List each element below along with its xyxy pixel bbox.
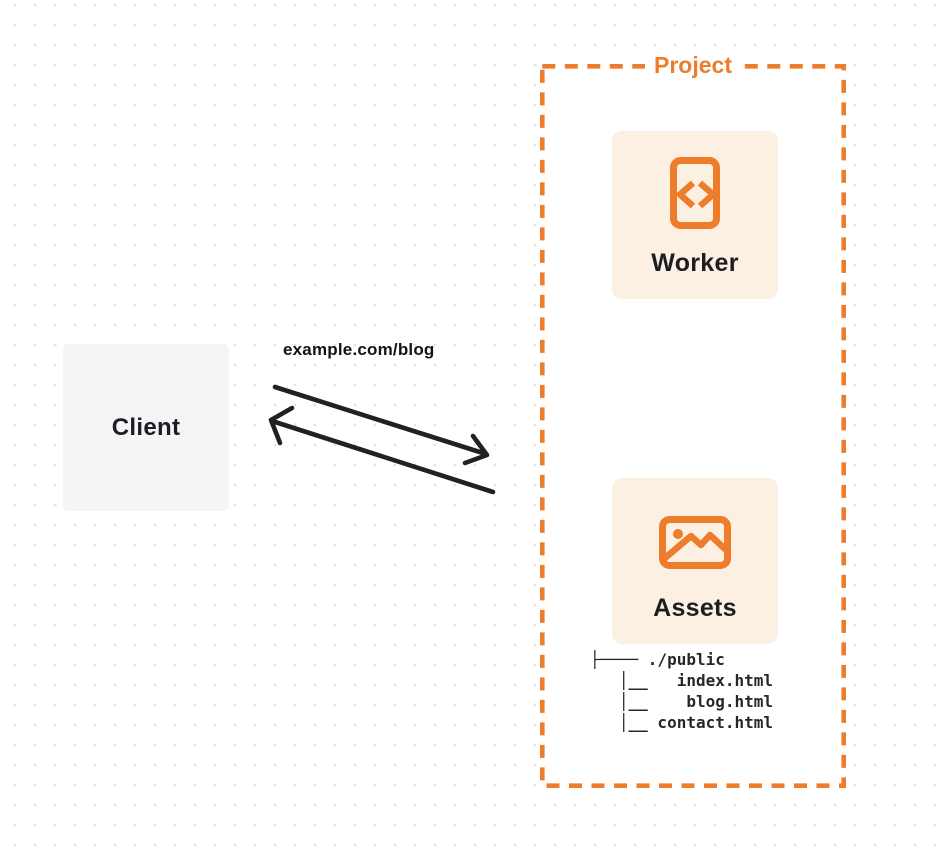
request-arrowhead-icon bbox=[462, 433, 490, 466]
worker-node: Worker bbox=[612, 131, 778, 299]
file-tree-line: ├──── ./public bbox=[590, 650, 725, 669]
request-arrow bbox=[272, 384, 490, 466]
image-icon bbox=[659, 516, 731, 569]
project-label: Project bbox=[645, 51, 741, 79]
code-document-icon bbox=[670, 157, 720, 229]
assets-label: Assets bbox=[653, 594, 737, 622]
response-arrowhead-icon bbox=[268, 405, 295, 446]
client-node: Client bbox=[63, 344, 229, 511]
assets-node: Assets bbox=[612, 478, 778, 644]
request-url-label: example.com/blog bbox=[283, 340, 435, 359]
response-arrow bbox=[268, 405, 496, 495]
file-tree-line: │__ contact.html bbox=[590, 713, 774, 732]
file-tree-line: │__ blog.html bbox=[590, 692, 774, 711]
client-label: Client bbox=[111, 413, 181, 441]
worker-label: Worker bbox=[651, 249, 739, 277]
project-dashed-border bbox=[540, 64, 846, 788]
assets-file-tree: ├──── ./public │__ index.html │__ blog.h… bbox=[590, 649, 773, 733]
file-tree-line: │__ index.html bbox=[590, 671, 774, 690]
project-boundary: Project Worker Assets ├──── ./public │__… bbox=[540, 51, 846, 788]
